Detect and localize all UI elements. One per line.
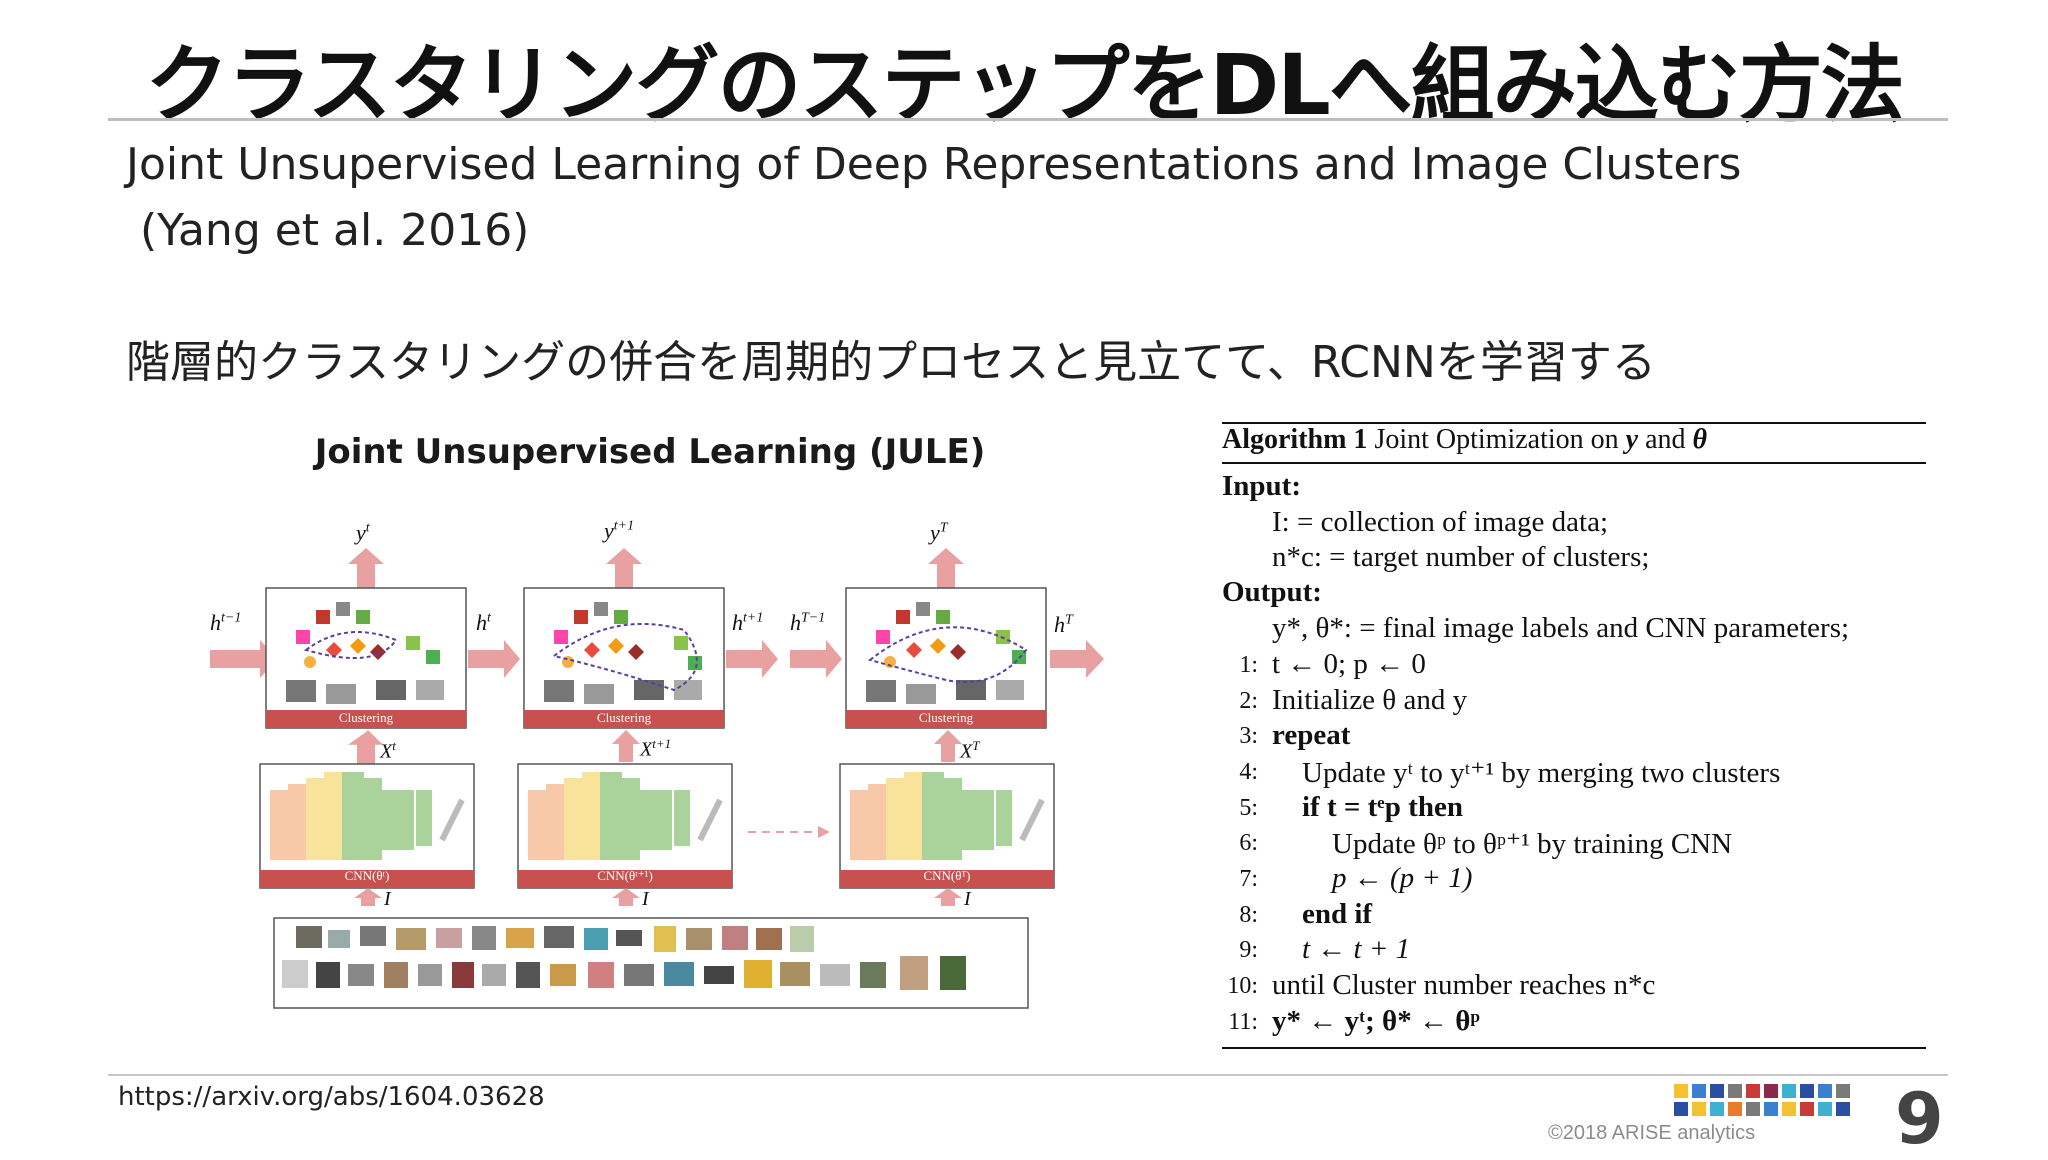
paper-title: Joint Unsupervised Learning of Deep Repr… bbox=[126, 132, 1741, 264]
paper-title-line2: (Yang et al. 2016) bbox=[126, 205, 530, 256]
h-arrow-4 bbox=[790, 640, 842, 678]
jule-figure bbox=[210, 548, 1104, 1009]
label-x-3: XT bbox=[960, 738, 980, 763]
label-h-left-3: hT−1 bbox=[790, 610, 826, 635]
label-y-1: yt bbox=[356, 520, 370, 545]
label-x-2: Xt+1 bbox=[640, 736, 672, 761]
source-url[interactable]: https://arxiv.org/abs/1604.03628 bbox=[118, 1082, 545, 1112]
footer-divider bbox=[108, 1074, 1948, 1076]
algorithm-bottom-rule bbox=[1222, 1047, 1926, 1049]
algorithm-output-label: Output: bbox=[1222, 576, 1322, 608]
label-y-3: yT bbox=[930, 520, 948, 545]
slide-subtitle: 階層的クラスタリングの併合を周期的プロセスと見立てて、RCNNを学習する bbox=[126, 337, 1656, 388]
clustering-label-2: Clustering bbox=[596, 710, 652, 725]
algorithm-output-text: y*, θ*: = final image labels and CNN par… bbox=[1272, 612, 1850, 644]
clustering-label-1: Clustering bbox=[338, 710, 394, 725]
algorithm-header-rule bbox=[1222, 462, 1926, 464]
jule-step-2 bbox=[517, 548, 733, 889]
cnn-label-2: CNN(θᵗ⁺¹) bbox=[597, 868, 653, 883]
title-divider bbox=[108, 118, 1948, 121]
cnn-label-3: CNN(θᵀ) bbox=[923, 868, 971, 883]
h-arrow-2 bbox=[468, 640, 520, 678]
algorithm-input-label: Input: bbox=[1222, 470, 1301, 502]
cnn-to-cluster-arrows bbox=[354, 730, 962, 906]
arise-logo bbox=[1674, 1084, 1860, 1120]
label-input-2: I bbox=[642, 888, 649, 910]
label-input-3: I bbox=[964, 888, 971, 910]
cnn-label-1: CNN(θᵗ) bbox=[344, 868, 390, 883]
jule-step-3 bbox=[839, 548, 1055, 889]
input-image-strip bbox=[273, 917, 1029, 1009]
algorithm-input-nc: n*c: = target number of clusters; bbox=[1272, 541, 1650, 573]
label-h-right-2: ht+1 bbox=[732, 610, 764, 635]
h-arrow-5 bbox=[1050, 640, 1104, 678]
paper-title-line1: Joint Unsupervised Learning of Deep Repr… bbox=[126, 139, 1742, 190]
figure-title: Joint Unsupervised Learning (JULE) bbox=[314, 432, 986, 472]
copyright-text: ©2018 ARISE analytics bbox=[1548, 1122, 1756, 1144]
algorithm-input-I: I: = collection of image data; bbox=[1272, 506, 1609, 538]
algorithm-top-rule bbox=[1222, 422, 1926, 424]
label-h-left-1: ht−1 bbox=[210, 610, 242, 635]
cnn-dashed-arrow bbox=[748, 826, 830, 838]
label-h-right-3: hT bbox=[1054, 612, 1073, 637]
page-number: 9 bbox=[1895, 1078, 1944, 1160]
h-arrow-3 bbox=[726, 640, 778, 678]
slide-title: クラスタリングのステップをDLへ組み込む方法 bbox=[145, 36, 1905, 134]
algorithm-header: Algorithm 1 Joint Optimization on y and … bbox=[1222, 424, 1708, 455]
label-h-left-2: ht bbox=[476, 610, 491, 635]
label-x-1: Xt bbox=[380, 738, 396, 763]
jule-step-1 bbox=[259, 548, 475, 889]
clustering-label-3: Clustering bbox=[918, 710, 974, 725]
label-input-1: I bbox=[384, 888, 391, 910]
label-y-2: yt+1 bbox=[604, 518, 635, 543]
